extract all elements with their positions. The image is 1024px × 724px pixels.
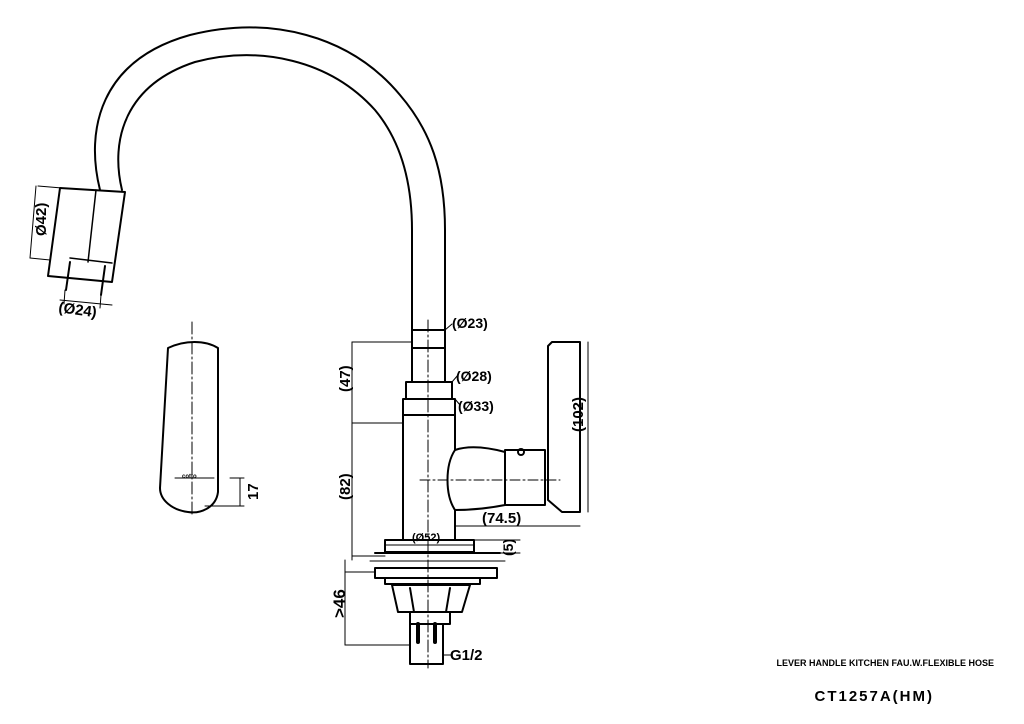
dim-handle-side: 17: [245, 483, 262, 500]
dim-handle-reach: (74.5): [482, 510, 521, 527]
product-description: LEVER HANDLE KITCHEN FAU.W.FLEXIBLE HOSE: [776, 658, 994, 668]
model-number: CT1257A(HM): [814, 688, 934, 705]
handle-side-view: [159, 321, 245, 515]
dim-body-mid: (Ø28): [456, 368, 492, 384]
spray-head: [47, 187, 126, 296]
dim-handle-height: (102): [570, 397, 587, 432]
dim-body-low: (Ø33): [458, 398, 494, 414]
dim-upper-height: (47): [337, 365, 354, 392]
dim-spout-outer: Ø42): [33, 203, 50, 236]
spout-outline: [94, 26, 446, 331]
dim-thread: G1/2: [450, 647, 483, 664]
spray-dimension-lines: [29, 185, 113, 309]
dim-base-thickness: (5): [500, 539, 516, 556]
dim-body-height: (82): [337, 473, 354, 500]
dim-body-top: (Ø23): [452, 315, 488, 331]
dim-spout-inner: (Ø24): [57, 299, 97, 321]
dim-base: (Ø52): [412, 532, 440, 544]
body-dimension-lines: [344, 323, 589, 656]
dim-max-deck: >46: [330, 589, 349, 618]
logo-mark: cotto: [182, 474, 197, 480]
